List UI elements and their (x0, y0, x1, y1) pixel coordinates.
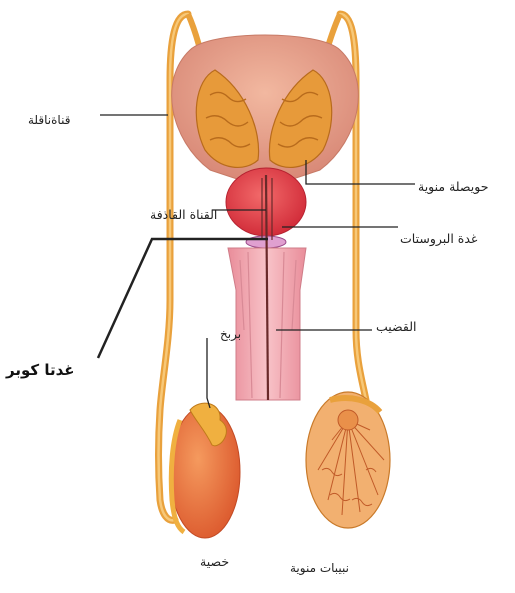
label-seminiferous-tubules: نبيبات منوية (290, 561, 349, 575)
label-ejaculatory-duct: القناة القاذفة (150, 207, 217, 222)
label-cowper-glands: غدتا كوبر (6, 361, 75, 379)
label-penis: القضيب (376, 319, 417, 334)
label-prostate: غدة البروستات (400, 231, 477, 246)
label-vas-deferens: قناةناقلة (28, 113, 70, 127)
label-epididymis: بربخ (220, 327, 241, 341)
label-seminal-vesicle: حويصلة منوية (418, 179, 488, 194)
label-testis: خصية (200, 554, 229, 569)
